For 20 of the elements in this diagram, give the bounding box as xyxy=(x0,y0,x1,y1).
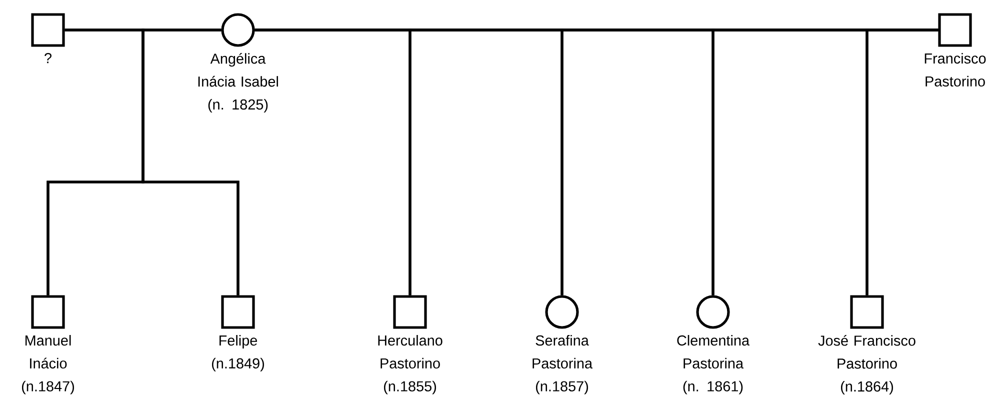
male-square xyxy=(850,295,884,329)
person-label: Angélica Inácia Isabel (n. 1825) xyxy=(198,53,278,112)
female-circle xyxy=(221,13,255,47)
person-label: Serafina Pastorina (n.1857) xyxy=(532,335,592,394)
descent-line xyxy=(866,28,938,296)
person-label: Felipe (n.1849) xyxy=(212,335,264,372)
person-label: Clementina Pastorina (n. 1861) xyxy=(677,335,750,394)
descent-line xyxy=(142,28,240,296)
male-square xyxy=(221,295,255,329)
female-circle xyxy=(545,295,579,329)
female-circle xyxy=(696,295,730,329)
person-label: Herculano Pastorino (n.1855) xyxy=(378,335,442,394)
person-label: Manuel Inácio (n.1847) xyxy=(22,335,74,394)
person-label: ? xyxy=(44,53,52,64)
male-square xyxy=(31,13,65,47)
male-square xyxy=(31,295,65,329)
person-label: José Francisco Pastorino (n.1864) xyxy=(818,335,916,394)
person-label: Francisco Pastorino xyxy=(924,53,986,87)
male-square xyxy=(938,13,972,47)
male-square xyxy=(393,295,427,329)
